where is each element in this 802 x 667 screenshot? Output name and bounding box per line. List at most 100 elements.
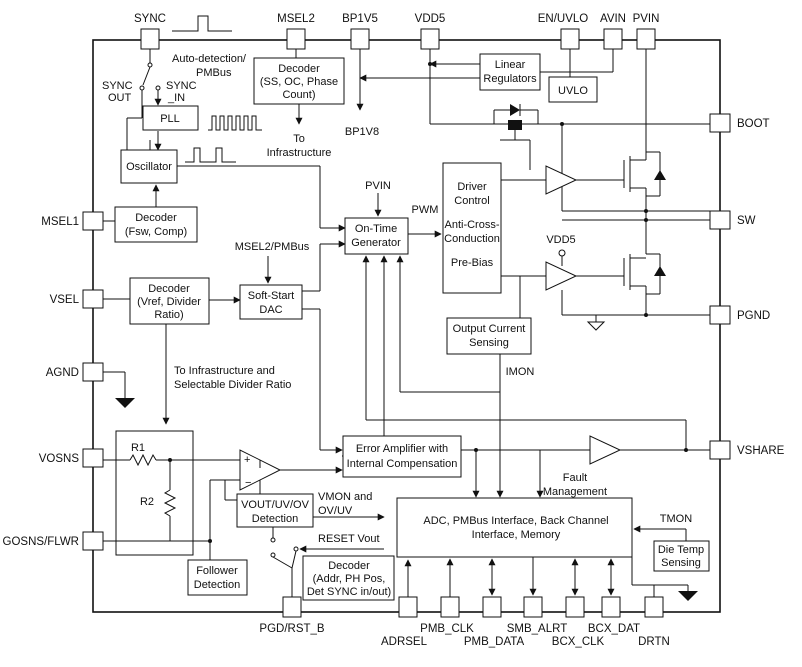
- opamp-plus-sign: +: [244, 454, 250, 466]
- pin-msel2-label: MSEL2: [277, 13, 315, 25]
- output-current-sensing-block: [446, 317, 532, 355]
- drtn-ground-icon: [678, 591, 698, 601]
- ocs-line1: Output Current: [453, 323, 526, 335]
- pin-vdd5-label: VDD5: [415, 13, 446, 25]
- follower-line2: Detection: [194, 579, 240, 591]
- auto-detect-line2: PMBus: [196, 67, 232, 79]
- pin-adrsel-label: ADRSEL: [381, 636, 428, 648]
- decoder-addr-line2: (Addr, PH Pos,: [313, 573, 386, 585]
- auto-detect-line1: Auto-detection/: [172, 53, 247, 65]
- vout-detection-block: [236, 493, 314, 528]
- decoder-fsw-line1: Decoder: [135, 212, 177, 224]
- sync-out-line2: OUT: [108, 92, 132, 104]
- linear-reg-line2: Regulators: [483, 73, 537, 85]
- decoder-vref-line1: Decoder: [148, 283, 190, 295]
- pin-agnd-label: AGND: [46, 367, 79, 379]
- error-amp-line2: Internal Compensation: [347, 458, 458, 470]
- r1-label: R1: [131, 442, 145, 454]
- driver-line1: Driver: [457, 181, 487, 193]
- bp1v8-label: BP1V8: [345, 126, 379, 138]
- pin-pmb-data-label: PMB_DATA: [464, 636, 525, 648]
- pin-bp1v5-label: BP1V5: [342, 13, 378, 25]
- opamp-minus-sign: −: [245, 477, 251, 489]
- pin-avin-label: AVIN: [600, 13, 626, 25]
- pin-bcx-dat-label: BCX_DAT: [588, 623, 640, 635]
- driver-line3: Anti-Cross-: [444, 219, 499, 231]
- pin-pmb-clk-label: PMB_CLK: [420, 623, 474, 635]
- oscillator-block: [120, 149, 178, 184]
- die-temp-block: [653, 540, 710, 572]
- vout-det-line2: Detection: [252, 513, 298, 525]
- linear-reg-line1: Linear: [495, 59, 526, 71]
- vmon-line2: OV/UV: [318, 505, 353, 517]
- hs-fet-diode-icon: [654, 170, 666, 180]
- decoder-top-line2: (SS, OC, Phase: [260, 76, 338, 88]
- softstart-line1: Soft-Start: [248, 290, 294, 302]
- decoder-top-line3: Count): [282, 89, 315, 101]
- decoder-fsw-line2: (Fsw, Comp): [125, 226, 187, 238]
- driver-control-block: [442, 162, 502, 294]
- linear-regulators-block: [479, 53, 541, 91]
- adc-line1: ADC, PMBus Interface, Back Channel: [423, 515, 608, 527]
- to-infra-sel-line2: Selectable Divider Ratio: [174, 379, 291, 391]
- r1-resistor-icon: [129, 453, 157, 467]
- r2-resistor-icon: [163, 489, 177, 517]
- follower-detection-block: [187, 559, 248, 596]
- decoder-addr-line3: Det SYNC in/out): [307, 586, 391, 598]
- adc-pmbus-block: [396, 497, 633, 558]
- ontime-line2: Generator: [351, 237, 401, 249]
- r2-label: R2: [140, 496, 154, 508]
- decoder-top-block: [253, 57, 345, 105]
- oscillator-label: Oscillator: [126, 161, 172, 173]
- pll-label: PLL: [160, 113, 180, 125]
- pin-vsel-label: VSEL: [50, 294, 80, 306]
- error-amp-line1: Error Amplifier with: [356, 443, 448, 455]
- pin-msel1-label: MSEL1: [41, 216, 79, 228]
- pin-en-uvlo-label: EN/UVLO: [538, 13, 589, 25]
- divider-box: [115, 430, 194, 556]
- ocs-line2: Sensing: [469, 337, 509, 349]
- decoder-vref-line2: (Vref, Divider: [137, 296, 201, 308]
- pgnd-ground-icon: [586, 321, 606, 331]
- uvlo-label: UVLO: [558, 85, 588, 97]
- pin-smb-alrt-label: SMB_ALRT: [507, 623, 568, 635]
- follower-line1: Follower: [196, 565, 238, 577]
- fault-line1: Fault: [563, 472, 587, 484]
- decoder-addr-line1: Decoder: [328, 560, 370, 572]
- msel2-pmbus-label: MSEL2/PMBus: [235, 241, 310, 253]
- adc-line2: Interface, Memory: [472, 529, 561, 541]
- to-infra-line1: To: [293, 133, 305, 145]
- decoder-vref-line3: Ratio): [154, 309, 183, 321]
- pll-block: [142, 105, 199, 131]
- imon-label: IMON: [506, 366, 535, 378]
- sync-in-line2: _IN: [167, 92, 185, 104]
- vout-det-line1: VOUT/UV/OV: [241, 499, 310, 511]
- decoder-addr-block: [302, 555, 395, 601]
- boot-diode-icon: [510, 104, 520, 116]
- to-infra-line2: Infrastructure: [267, 147, 332, 159]
- to-infra-sel-line1: To Infrastructure and: [174, 365, 275, 377]
- pin-sync-label: SYNC: [134, 13, 166, 25]
- sync-waveform-icon: [172, 15, 232, 32]
- pin-bcx-clk-label: BCX_CLK: [552, 636, 605, 648]
- softstart-line2: DAC: [259, 304, 282, 316]
- driver-line4: Conduction: [444, 233, 500, 245]
- boot-switch-icon: [508, 120, 522, 130]
- pin-squares: [82, 28, 731, 618]
- pin-pvin-label: PVIN: [633, 13, 660, 25]
- agnd-ground-icon: [115, 398, 135, 408]
- fault-line2: Management: [543, 486, 607, 498]
- driver-line2: Control: [454, 195, 489, 207]
- decoder-vref-block: [129, 277, 210, 325]
- hs-driver-amp-icon: [545, 165, 578, 195]
- decoder-top-line1: Decoder: [278, 63, 320, 75]
- reset-vout-label: RESET Vout: [318, 533, 380, 545]
- pin-vshare-label: VSHARE: [737, 445, 785, 457]
- pin-boot-label: BOOT: [737, 118, 770, 130]
- pin-gosns-label: GOSNS/FLWR: [3, 536, 79, 548]
- vshare-buffer-icon: [589, 435, 622, 465]
- ontime-line1: On-Time: [355, 223, 397, 235]
- osc-pulse-waveform-icon: [185, 147, 236, 163]
- sync-in-line1: SYNC: [166, 80, 197, 92]
